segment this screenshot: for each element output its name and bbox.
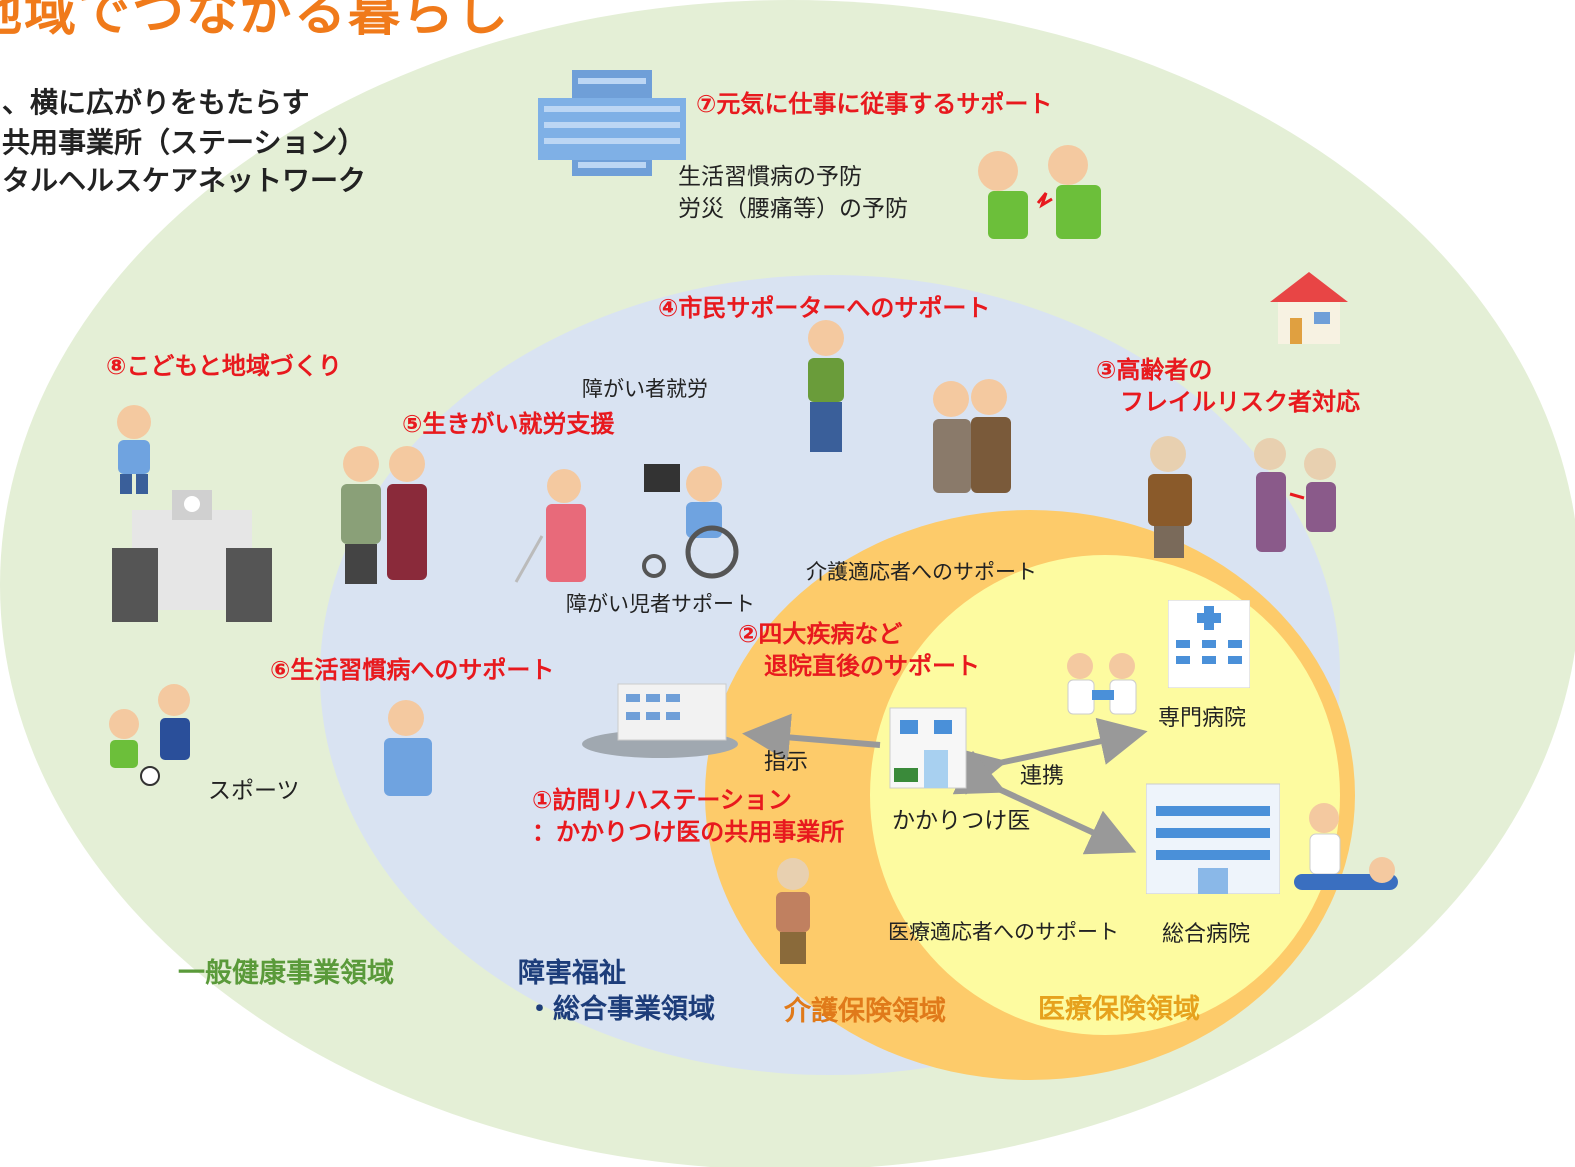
cooperation-arrow-general	[952, 750, 1137, 855]
intro-line-2: 共用事業所（ステーション）	[2, 126, 366, 159]
wheelchair-user-illustration	[642, 464, 739, 579]
support-3-label-2: フレイルリスク者対応	[1120, 388, 1360, 416]
elderly-couple-illustration	[933, 379, 1011, 493]
disabled-work-label: 障がい者就労	[582, 377, 708, 401]
page-title: 地域でつながる暮らし	[0, 0, 511, 43]
intro-line-3: タルヘルスケアネットワーク	[2, 164, 367, 197]
support-2-label-1: ②四大疾病など	[738, 620, 903, 648]
frail-elderly-illustration	[1148, 436, 1192, 558]
specialty-hospital-label: 専門病院	[1158, 706, 1247, 731]
care-support-label: 介護適応者へのサポート	[806, 560, 1037, 584]
office-building-illustration	[538, 70, 686, 176]
instruction-arrow	[742, 713, 881, 762]
sports-label: スポーツ	[208, 778, 300, 804]
rehab-therapist-illustration	[1294, 803, 1398, 890]
support-7-label: ⑦元気に仕事に従事するサポート	[696, 90, 1053, 118]
support-7-note-2: 労災（腰痛等）の予防	[678, 196, 908, 222]
specialty-hospital-illustration	[1168, 600, 1250, 688]
support-6-label: ⑥生活習慣病へのサポート	[270, 656, 555, 684]
general-hospital-illustration	[1146, 783, 1280, 894]
instruction-label: 指示	[764, 750, 809, 775]
cooperation-label: 連携	[1020, 764, 1065, 789]
elderly-workers-illustration	[341, 446, 427, 584]
child-illustration	[117, 405, 151, 494]
medical-staff-illustration	[1067, 653, 1137, 715]
citizen-supporter-illustration	[808, 320, 844, 452]
support-4-label: ④市民サポーターへのサポート	[658, 294, 991, 322]
support-2-label-2: 退院直後のサポート	[764, 652, 980, 680]
workers-illustration	[978, 145, 1101, 239]
support-7-note-1: 生活習慣病の予防	[678, 164, 862, 190]
support-1-label-1: ①訪問リハステーション	[532, 786, 792, 814]
visually-impaired-person-illustration	[514, 469, 586, 583]
care-recipient-illustration	[776, 858, 810, 964]
support-1-label-2: ：かかりつけ医の共用事業所	[532, 818, 845, 846]
lifestyle-disease-patient-illustration	[384, 700, 432, 796]
family-doctor-label: かかりつけ医	[892, 808, 1031, 834]
intro-line-1: 、横に広がりをもたらす	[2, 86, 310, 119]
sports-children-illustration	[109, 684, 190, 786]
elderly-exercise-illustration	[1254, 438, 1336, 552]
general-health-domain-label: 一般健康事業領域	[178, 958, 394, 989]
house-illustration	[1270, 272, 1348, 344]
medical-insurance-domain-label: 医療保険領域	[1038, 994, 1200, 1025]
disabled-child-support-label: 障がい児者サポート	[566, 592, 755, 616]
school-illustration	[112, 490, 272, 622]
medical-support-label: 医療適応者へのサポート	[888, 920, 1119, 944]
support-3-label-1: ③高齢者の	[1096, 356, 1213, 384]
family-clinic-illustration	[889, 707, 967, 789]
general-hospital-label: 総合病院	[1162, 922, 1251, 947]
visiting-rehab-station-illustration	[582, 683, 738, 758]
support-8-label: ⑧こどもと地域づくり	[106, 352, 342, 380]
welfare-domain-label-1: 障害福祉	[518, 958, 626, 989]
care-insurance-domain-label: 介護保険領域	[784, 996, 946, 1027]
welfare-domain-label-2: ・総合事業領域	[526, 994, 715, 1025]
support-5-label: ⑤生きがい就労支援	[402, 410, 615, 438]
